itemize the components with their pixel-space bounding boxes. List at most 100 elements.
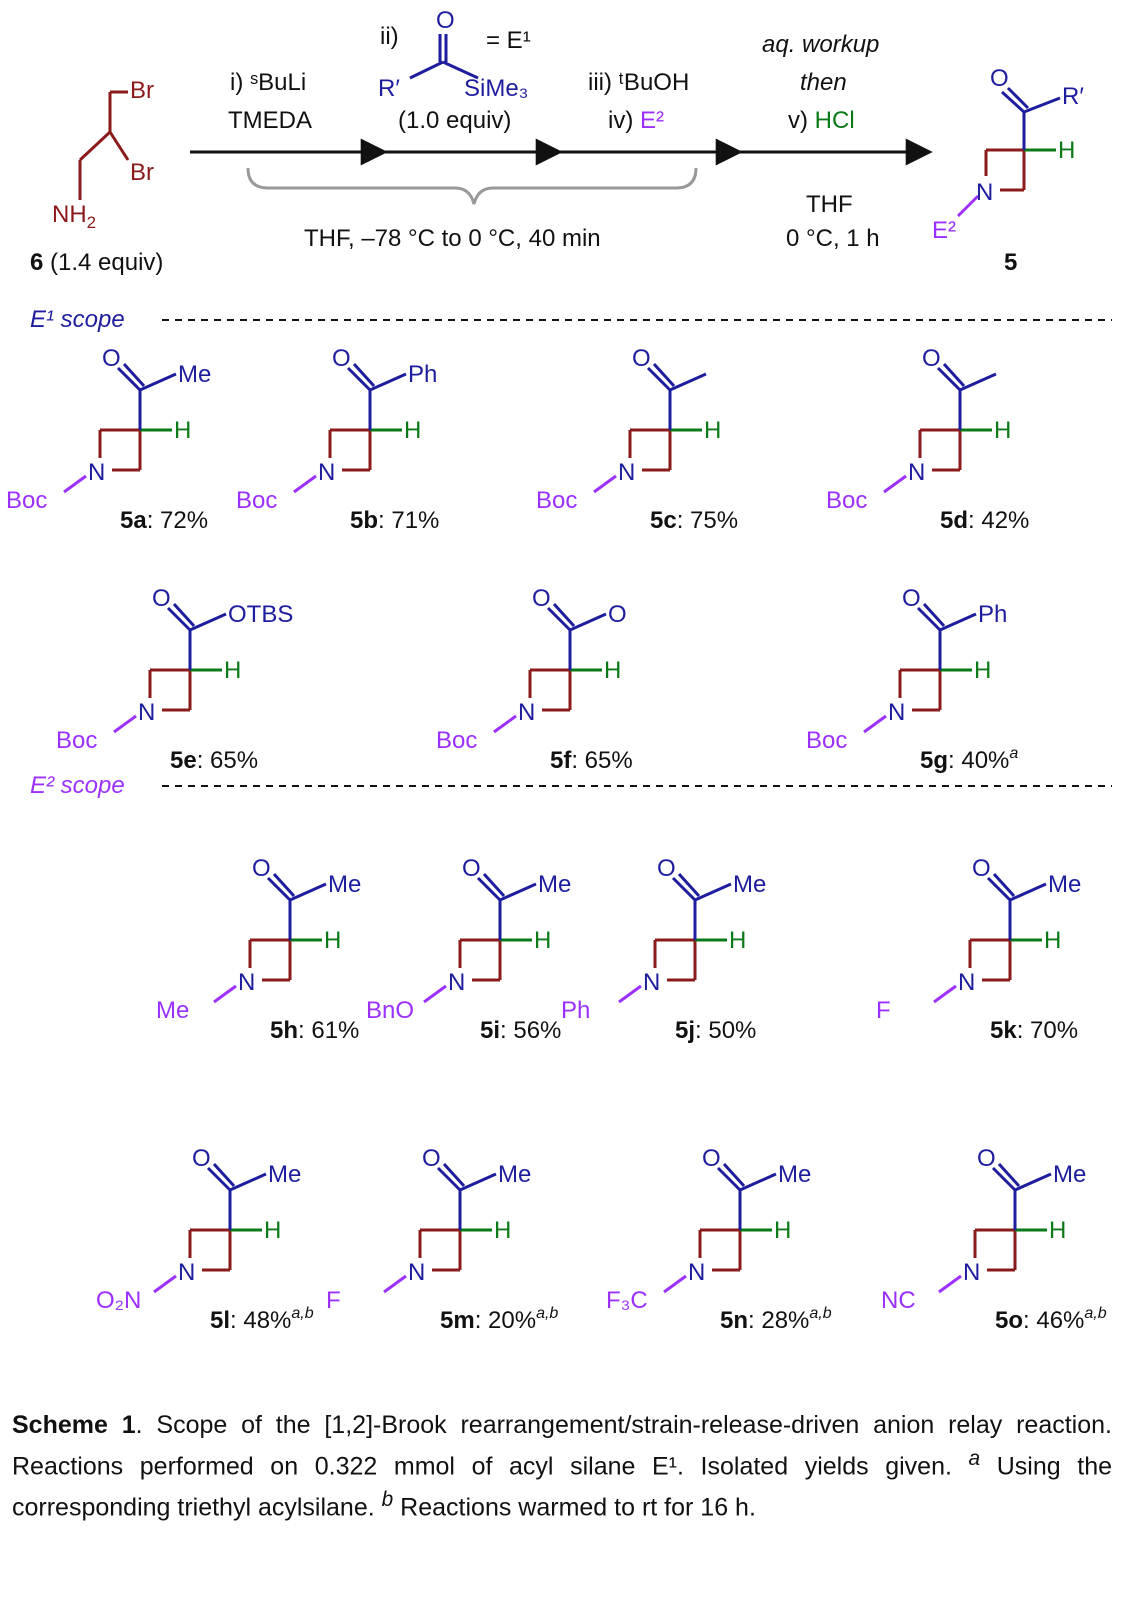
section-e2-scope: E² scope: [30, 772, 125, 799]
step-2-si: SiMe₃: [464, 75, 528, 102]
substituent-label: Me: [1053, 1161, 1086, 1188]
substituent-label: Me: [1048, 871, 1081, 898]
n-atom: N: [908, 459, 925, 486]
o-atom: O: [422, 1145, 441, 1172]
yield-label-5o: 5o: 46%a,b: [995, 1305, 1107, 1334]
n-substituent-label: Boc: [56, 727, 97, 754]
step-4: iv) E²: [608, 107, 664, 134]
o-atom: O: [972, 855, 991, 882]
substituent-label: Me: [733, 871, 766, 898]
o-atom: O: [152, 585, 171, 612]
step-2-o: O: [436, 7, 455, 34]
n-atom: N: [958, 969, 975, 996]
n-atom: N: [408, 1259, 425, 1286]
o-atom: O: [922, 345, 941, 372]
product-label: 5: [1004, 249, 1017, 276]
o-atom: O: [702, 1145, 721, 1172]
product-n: N: [976, 179, 993, 206]
caption-note-b: Reactions warmed to rt for 16 h.: [393, 1493, 756, 1522]
n-substituent-label: F: [876, 997, 891, 1024]
acylsilane-bonds: [409, 34, 479, 80]
product-o: O: [990, 65, 1009, 92]
h-atom: H: [534, 927, 551, 954]
h-atom: H: [704, 417, 721, 444]
substituent-label: Me: [268, 1161, 301, 1188]
yield-label-5b: 5b: 71%: [350, 507, 439, 534]
n-atom: N: [138, 699, 155, 726]
sm-nh2: NH2: [52, 201, 96, 232]
brace-conditions: THF, –78 °C to 0 °C, 40 min: [304, 225, 601, 252]
caption-note-a-mark: a: [968, 1447, 981, 1470]
substituent-label: Me: [538, 871, 571, 898]
o-atom: O: [192, 1145, 211, 1172]
n-atom: N: [178, 1259, 195, 1286]
substituent-label: Me: [178, 361, 211, 388]
yield-label-5j: 5j: 50%: [675, 1017, 756, 1044]
product-e2: E²: [932, 217, 956, 244]
n-substituent-label: Boc: [236, 487, 277, 514]
yield-label-5k: 5k: 70%: [990, 1017, 1078, 1044]
n-atom: N: [448, 969, 465, 996]
o-atom: O: [977, 1145, 996, 1172]
step-2-num: ii): [380, 23, 399, 50]
starting-material-6: [78, 90, 130, 200]
o-atom: O: [462, 855, 481, 882]
n-substituent-label: Ph: [561, 997, 590, 1024]
n-substituent-label: Me: [156, 997, 189, 1024]
h-atom: H: [404, 417, 421, 444]
product-h: H: [1058, 137, 1075, 164]
yield-label-5g: 5g: 40%a: [920, 745, 1018, 774]
product-5-structure: [956, 86, 1061, 218]
n-substituent-label: O₂N: [96, 1287, 141, 1314]
step-2-equiv: (1.0 equiv): [398, 107, 511, 134]
step-1: i) ˢBuLi: [230, 69, 306, 96]
o-atom: O: [252, 855, 271, 882]
n-atom: N: [888, 699, 905, 726]
n-substituent-label: F: [326, 1287, 341, 1314]
caption-note-a: Using the corresponding triethyl acylsil…: [12, 1452, 1113, 1522]
cond-2b: 0 °C, 1 h: [786, 225, 880, 252]
h-atom: H: [774, 1217, 791, 1244]
yield-label-5n: 5n: 28%a,b: [720, 1305, 832, 1334]
n-substituent-label: BnO: [366, 997, 414, 1024]
yield-label-5h: 5h: 61%: [270, 1017, 359, 1044]
caption-text: . Scope of the [1,2]-Brook rearrangement…: [12, 1411, 1112, 1481]
h-atom: H: [974, 657, 991, 684]
n-atom: N: [88, 459, 105, 486]
substituent-label: Ph: [408, 361, 437, 388]
h-atom: H: [494, 1217, 511, 1244]
sm-br-1: Br: [130, 77, 154, 104]
yield-label-5e: 5e: 65%: [170, 747, 258, 774]
n-atom: N: [963, 1259, 980, 1286]
o-atom: O: [657, 855, 676, 882]
scheme-caption: Scheme 1. Scope of the [1,2]-Brook rearr…: [12, 1408, 1112, 1525]
o-atom: O: [102, 345, 121, 372]
h-atom: H: [174, 417, 191, 444]
h-atom: H: [604, 657, 621, 684]
sm-br-2: Br: [130, 159, 154, 186]
substituent-label: O: [608, 601, 627, 628]
workup-2: then: [800, 69, 847, 96]
n-substituent-label: F₃C: [606, 1287, 648, 1314]
substituent-label: Ph: [978, 601, 1007, 628]
n-substituent-label: Boc: [536, 487, 577, 514]
o-atom: O: [332, 345, 351, 372]
o-atom: O: [532, 585, 551, 612]
yield-label-5m: 5m: 20%a,b: [440, 1305, 558, 1334]
reaction-scheme: Br Br NH2 6 (1.4 equiv) i) ˢBuLi TMEDA i…: [6, 7, 1112, 1334]
h-atom: H: [324, 927, 341, 954]
